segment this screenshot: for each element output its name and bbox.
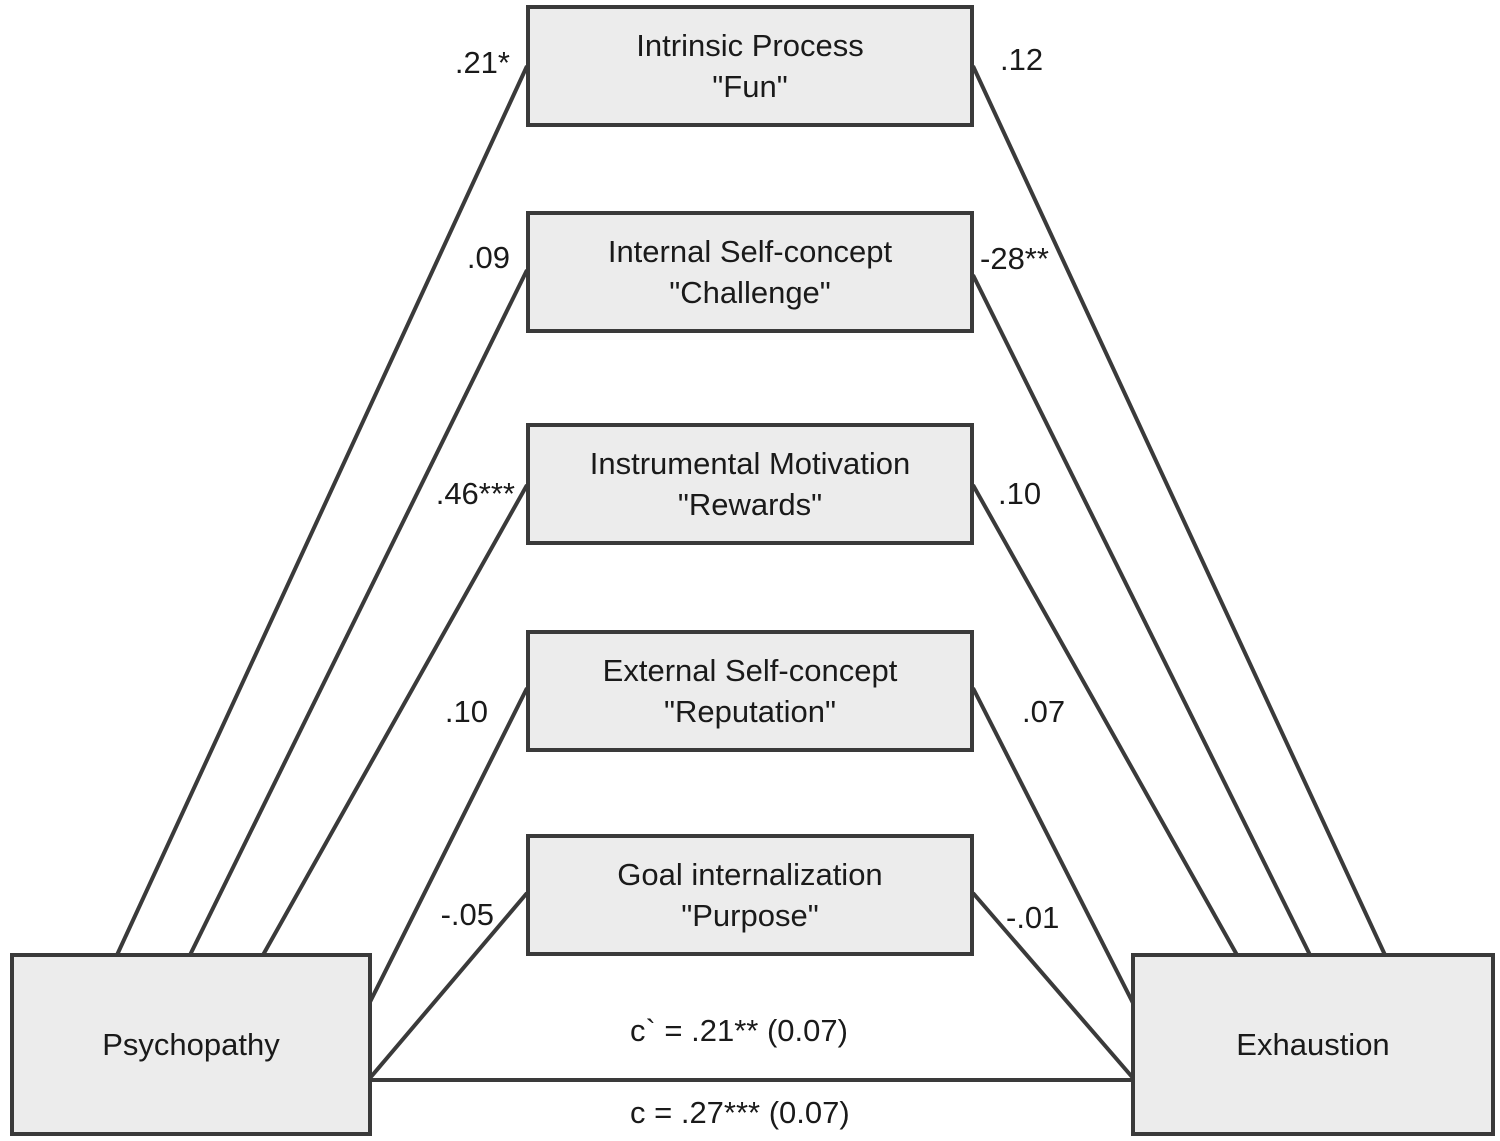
outcome-label: Exhaustion bbox=[1236, 1027, 1390, 1062]
direct-effect-label: c` = .21** (0.07) bbox=[630, 1013, 848, 1048]
path-a3-coef: .46*** bbox=[435, 476, 515, 511]
mediator-purpose-title: Goal internalization bbox=[617, 857, 883, 892]
total-effect-label: c = .27*** (0.07) bbox=[630, 1095, 850, 1130]
path-a3-line bbox=[261, 484, 529, 956]
path-b2-coef: -28** bbox=[980, 241, 1049, 276]
path-a4-coef: .10 bbox=[444, 694, 488, 729]
path-b5-line bbox=[971, 891, 1135, 1080]
path-b2-line bbox=[971, 274, 1312, 956]
outcome-box: Exhaustion bbox=[1131, 953, 1495, 1136]
path-b5-coef: -.01 bbox=[1006, 900, 1060, 935]
path-b4-line bbox=[971, 687, 1135, 1004]
mediator-fun-title: Intrinsic Process bbox=[636, 28, 864, 63]
path-b1-coef: .12 bbox=[1000, 42, 1044, 77]
path-a5-line bbox=[368, 891, 529, 1080]
mediator-rewards-title: Instrumental Motivation bbox=[589, 446, 911, 481]
path-a1-line bbox=[115, 65, 529, 956]
mediator-challenge-title: Internal Self-concept bbox=[607, 234, 893, 269]
path-b3-line bbox=[971, 484, 1239, 956]
path-a1-coef: .21* bbox=[454, 45, 510, 80]
mediator-challenge-label: "Challenge" bbox=[669, 275, 831, 310]
mediator-fun-label: "Fun" bbox=[712, 69, 788, 104]
mediator-rewards-label: "Rewards" bbox=[677, 487, 823, 522]
path-a2-line bbox=[188, 269, 529, 956]
path-b1-line bbox=[971, 65, 1387, 956]
predictor-box: Psychopathy bbox=[10, 953, 372, 1136]
path-a2-coef: .09 bbox=[466, 240, 510, 275]
predictor-label: Psychopathy bbox=[102, 1027, 280, 1062]
mediator-challenge-box: Internal Self-concept "Challenge" bbox=[526, 211, 974, 333]
path-a5-coef: -.05 bbox=[440, 897, 494, 932]
mediator-reputation-box: External Self-concept "Reputation" bbox=[526, 630, 974, 752]
mediator-reputation-title: External Self-concept bbox=[602, 653, 898, 688]
mediator-purpose-box: Goal internalization "Purpose" bbox=[526, 834, 974, 956]
mediator-fun-box: Intrinsic Process "Fun" bbox=[526, 5, 974, 127]
mediator-rewards-box: Instrumental Motivation "Rewards" bbox=[526, 423, 974, 545]
mediator-reputation-label: "Reputation" bbox=[664, 694, 836, 729]
path-b3-coef: .10 bbox=[998, 476, 1042, 511]
mediator-purpose-label: "Purpose" bbox=[681, 898, 819, 933]
path-b4-coef: .07 bbox=[1022, 694, 1066, 729]
path-a4-line bbox=[368, 687, 529, 1003]
